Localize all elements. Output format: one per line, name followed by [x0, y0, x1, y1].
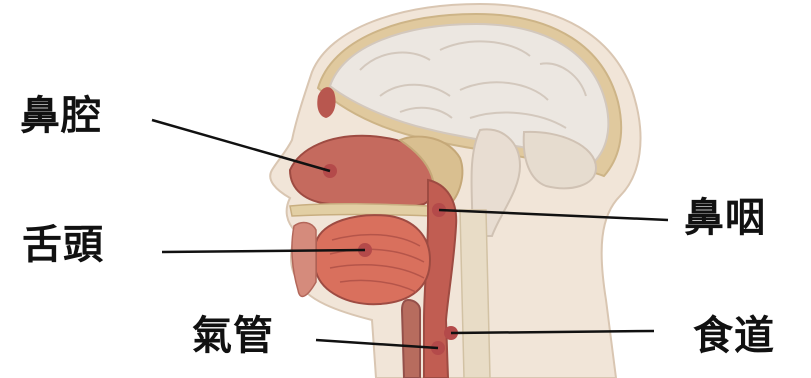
- hard-palate: [290, 204, 432, 216]
- label-tongue: 舌頭: [22, 223, 104, 267]
- label-nasal-cavity: 鼻腔: [20, 94, 102, 138]
- label-nasopharynx: 鼻咽: [684, 196, 766, 240]
- label-esophagus: 食道: [693, 314, 775, 358]
- cervical-spine: [460, 210, 490, 378]
- lips-jaw: [292, 223, 316, 297]
- trachea-tube: [402, 300, 420, 378]
- label-trachea: 氣管: [192, 314, 274, 358]
